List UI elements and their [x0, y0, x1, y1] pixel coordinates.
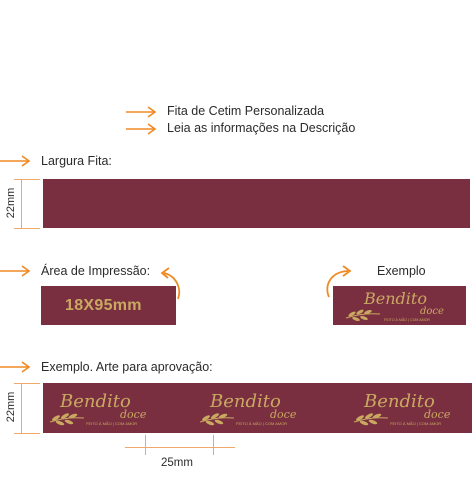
- curved-arrow-icon: [160, 267, 181, 300]
- width-section-label: Largura Fita:: [41, 154, 112, 168]
- svg-text:FEITO À MÃO | COM AMOR: FEITO À MÃO | COM AMOR: [236, 421, 287, 426]
- svg-text:Bendito: Bendito: [363, 391, 435, 412]
- svg-text:doce: doce: [270, 408, 297, 421]
- dimension-line: [213, 435, 214, 455]
- svg-text:FEITO À MÃO | COM AMOR: FEITO À MÃO | COM AMOR: [86, 421, 137, 426]
- dimension-line: [14, 228, 40, 229]
- leaf-branch-icon: Bendito doce FEITO À MÃO | COM AMOR: [345, 289, 444, 322]
- svg-text:FEITO À MÃO | COM AMOR: FEITO À MÃO | COM AMOR: [390, 421, 441, 426]
- spacing-label: 25mm: [161, 457, 193, 469]
- dimension-line: [145, 435, 146, 455]
- dimension-line: [125, 447, 235, 448]
- example-label: Exemplo: [377, 264, 426, 278]
- logo-repeat-2: Bendito doce FEITO À MÃO | COM AMOR: [196, 387, 316, 427]
- dimension-line: [14, 179, 40, 180]
- approval-ribbon: [43, 383, 472, 433]
- arrow-right-icon: [0, 265, 31, 277]
- dimension-line: [14, 383, 40, 384]
- logo-repeat-3: Bendito doce FEITO À MÃO | COM AMOR: [350, 387, 470, 427]
- header-line-1: Fita de Cetim Personalizada: [167, 104, 325, 118]
- leaf-branch-icon: Bendito doce FEITO À MÃO | COM AMOR: [199, 391, 297, 426]
- svg-text:FEITO À MÃO | COM AMOR: FEITO À MÃO | COM AMOR: [384, 317, 430, 322]
- dimension-line: [14, 433, 40, 434]
- approval-label: Exemplo. Arte para aprovação:: [41, 360, 213, 374]
- svg-text:doce: doce: [120, 408, 147, 421]
- svg-text:Bendito: Bendito: [209, 391, 281, 412]
- ribbon-height-label: 22mm: [5, 187, 17, 219]
- print-area-label: Área de Impressão:: [41, 264, 151, 278]
- leaf-branch-icon: Bendito doce FEITO À MÃO | COM AMOR: [49, 391, 147, 426]
- arrow-right-icon: [0, 361, 31, 373]
- svg-text:doce: doce: [424, 408, 451, 421]
- arrow-right-icon: [126, 123, 157, 135]
- leaf-branch-icon: Bendito doce FEITO À MÃO | COM AMOR: [353, 391, 451, 426]
- logo-example: Bendito doce FEITO À MÃO | COM AMOR: [340, 287, 460, 323]
- approval-height-label: 22mm: [5, 391, 17, 423]
- dimension-line: [21, 179, 22, 229]
- header-line-2: Leia as informações na Descrição: [167, 121, 356, 135]
- dimension-line: [21, 383, 22, 434]
- logo-repeat-1: Bendito doce FEITO À MÃO | COM AMOR: [46, 387, 166, 427]
- arrow-right-icon: [0, 155, 31, 167]
- curved-arrow-icon: [326, 265, 352, 298]
- svg-text:Bendito: Bendito: [363, 289, 427, 308]
- print-size-text: 18X95mm: [65, 297, 142, 314]
- svg-text:Bendito: Bendito: [59, 391, 131, 412]
- arrow-right-icon: [126, 106, 157, 118]
- print-area-box: [41, 286, 176, 325]
- svg-text:doce: doce: [420, 306, 444, 317]
- ribbon-width-sample: [43, 179, 470, 228]
